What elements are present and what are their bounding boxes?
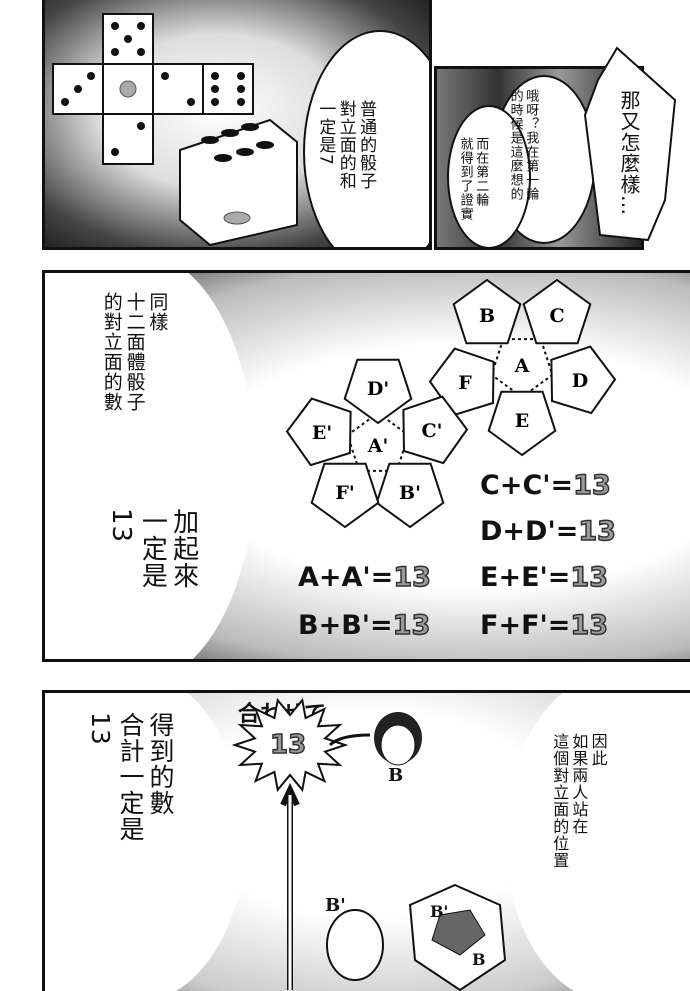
face-pentagon: [375, 462, 445, 529]
face-label: C': [422, 420, 443, 442]
face-pentagon: [522, 278, 592, 345]
speech-bubble-second-round: [447, 105, 531, 247]
face-pentagon: [402, 395, 469, 465]
face-pentagon: [490, 338, 554, 399]
face-b-prime-label: B': [325, 895, 346, 916]
sfx-number: 13: [269, 729, 307, 761]
bubble-second-round-text: 而在第二輪 就得到了證實: [457, 137, 489, 221]
face-pentagon: [452, 278, 522, 345]
face-b-label: B: [388, 765, 404, 786]
face-label: B: [479, 305, 495, 327]
face-label: D': [367, 378, 389, 400]
text-line: 同樣: [146, 292, 169, 332]
text-line: 的時候是這麼想的: [507, 89, 523, 201]
face-label: A': [367, 435, 389, 457]
text-line: 就得到了證實: [457, 137, 473, 221]
equation-e: E+E'=13: [480, 561, 609, 594]
face-label: C: [549, 305, 564, 327]
face-label: F': [335, 482, 354, 504]
speech-bubble-right: [505, 693, 690, 991]
text-line: 那又怎麼樣…: [617, 90, 641, 216]
text-line: 這個對立面的位置: [550, 733, 570, 869]
text-line: 如果兩人站在: [569, 733, 589, 835]
face-label: F: [458, 372, 472, 394]
text-line: 而在第二輪: [473, 137, 489, 207]
equation-a: A+A'=13: [298, 561, 432, 594]
face-label: B': [399, 482, 421, 504]
text-line: 得到的數: [146, 712, 175, 816]
face-label: E': [312, 422, 332, 444]
panel-dice: 普通的骰子 對立面的和 一定是7: [42, 0, 432, 250]
face-pentagon: [285, 397, 352, 467]
text-line: 13: [86, 712, 115, 746]
speech-bubble-dice: [303, 30, 429, 247]
bubble-first-round-text: 哦呀？我在第一輪 的時候是這麼想的: [507, 89, 539, 201]
speech-bubble-left: [45, 273, 255, 659]
text-line: 13: [106, 508, 137, 544]
bubble-right-text: 因此 如果兩人站在 這個對立面的位置: [550, 733, 608, 869]
text-line: 一定是: [137, 508, 168, 589]
equation-d: D+D'=13: [480, 515, 617, 548]
text-line: 普通的骰子: [356, 100, 377, 190]
text-line: 因此: [588, 733, 608, 767]
solid-b-label: B: [472, 950, 486, 969]
face-pentagon: [310, 462, 380, 529]
sfx-label: 合わせて: [238, 702, 327, 727]
bubble-left-text: 得到的數 合計一定是 13: [85, 712, 175, 842]
bubble-top-text: 同樣 十二面體骰子 的對立面的數: [100, 292, 169, 412]
bubble-dice-text: 普通的骰子 對立面的和 一定是7: [315, 100, 376, 190]
face-pentagon: [487, 390, 557, 457]
solid-b-prime-label: B': [430, 902, 449, 921]
text-line: 一定是7: [315, 100, 336, 166]
bubble-bottom-text: 加起來 一定是 13: [105, 508, 199, 589]
text-line: 哦呀？我在第一輪: [523, 89, 539, 201]
dice-illustration: [52, 13, 298, 247]
face-pentagon: [343, 358, 413, 425]
bubble-shout-text: 那又怎麼樣…: [617, 90, 641, 216]
text-line: 合計一定是: [116, 712, 145, 842]
speech-bubble-left: [45, 693, 245, 991]
text-line: 加起來: [168, 508, 199, 589]
text-line: 對立面的和: [335, 100, 356, 190]
face-label: A: [514, 355, 530, 377]
equation-f: F+F'=13: [480, 609, 609, 642]
text-line: 的對立面的數: [100, 292, 123, 412]
face-pentagon: [550, 345, 617, 415]
face-pentagon: [428, 347, 495, 417]
face-label: E: [515, 410, 529, 432]
equation-b: B+B'=13: [298, 609, 431, 642]
face-label: D: [572, 370, 588, 392]
equation-c: C+C'=13: [480, 469, 611, 502]
text-line: 十二面體骰子: [123, 292, 146, 412]
